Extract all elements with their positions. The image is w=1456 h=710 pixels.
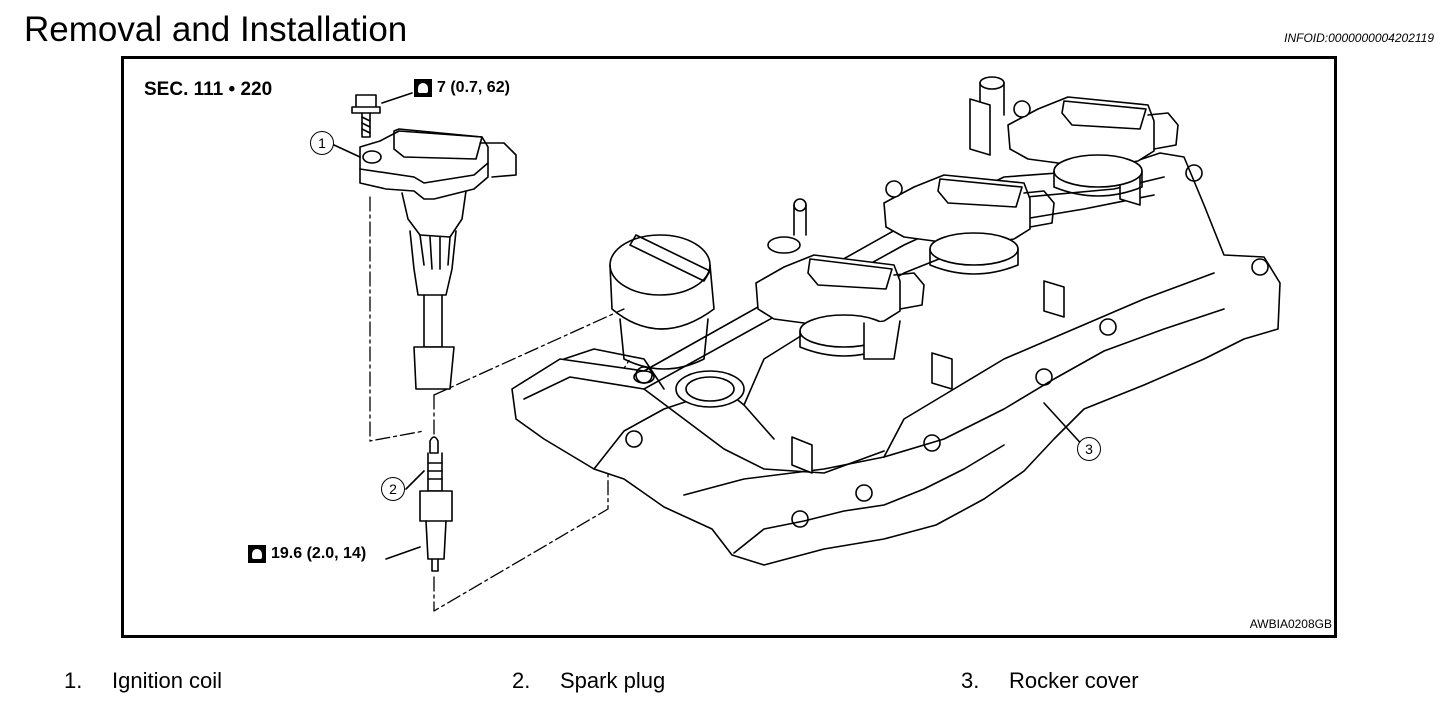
figure-frame: SEC. 111 • 220 7 (0.7, 62) 19.6 (2.0, 14…: [121, 56, 1337, 638]
torque-plug-value: 19.6 (2.0, 14): [271, 545, 367, 562]
callout-2: 2: [381, 477, 405, 501]
plug-tube: [633, 370, 745, 408]
legend-label: Ignition coil: [112, 668, 223, 693]
torque-bolt-value: 7 (0.7, 62): [437, 79, 510, 96]
wrench-icon: [414, 79, 432, 97]
page-title: Removal and Installation: [24, 10, 408, 49]
ignition-coil-part: [359, 128, 517, 390]
info-id: INFOID:0000000004202119: [1284, 31, 1434, 45]
legend-item: 2. Spark plug: [512, 668, 665, 694]
legend-number: 3.: [961, 668, 980, 693]
exploded-diagram: [333, 76, 1281, 612]
spark-plug-part: [419, 436, 453, 572]
coil-bolt: [351, 94, 381, 138]
section-label: SEC. 111 • 220: [144, 79, 273, 100]
installed-coil-1: [755, 254, 925, 360]
legend-number: 2.: [512, 668, 531, 693]
wrench-icon: [248, 545, 266, 563]
torque-spec-bolt: 7 (0.7, 62): [414, 79, 510, 97]
legend-label: Spark plug: [560, 668, 666, 693]
callout-1: 1: [310, 131, 334, 155]
top-post: [767, 76, 1005, 254]
callout-3: 3: [1077, 437, 1101, 461]
figure-code: AWBIA0208GB: [1249, 617, 1332, 631]
installed-coil-3: [1007, 96, 1179, 197]
legend-item: 3. Rocker cover: [961, 668, 1139, 694]
torque-spec-plug: 19.6 (2.0, 14): [248, 545, 366, 563]
legend-label: Rocker cover: [1009, 668, 1139, 693]
legend: 1. Ignition coil 2. Spark plug 3. Rocker co…: [0, 668, 1456, 698]
installed-coil-2: [883, 174, 1055, 275]
legend-number: 1.: [64, 668, 83, 693]
legend-item: 1. Ignition coil: [64, 668, 222, 694]
oil-filler-cap: [609, 234, 715, 370]
